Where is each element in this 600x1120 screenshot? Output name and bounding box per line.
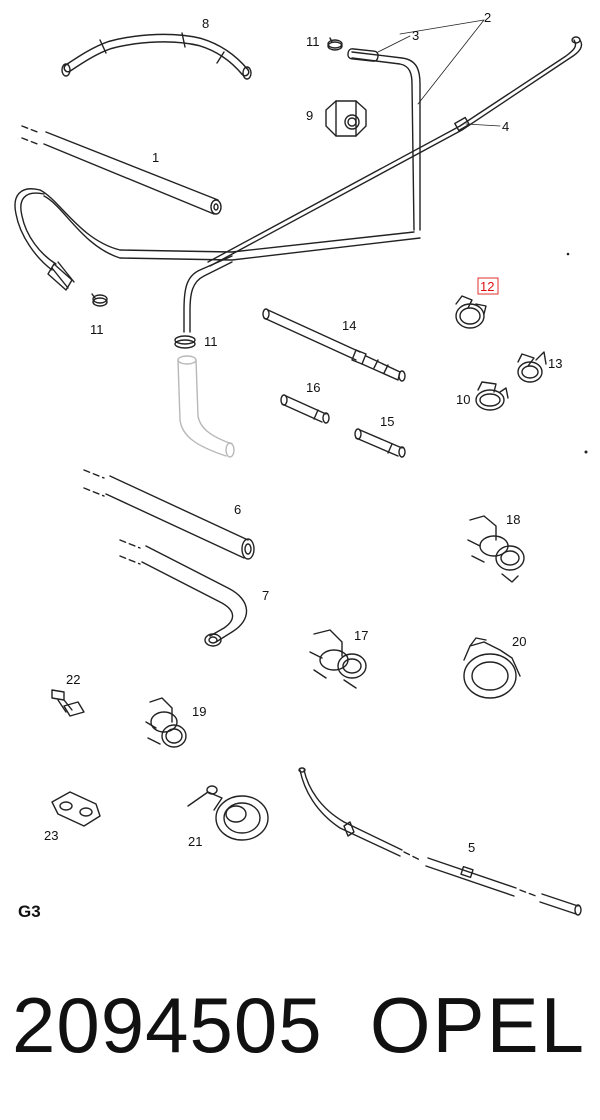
part-10-clamp[interactable]	[475, 381, 509, 411]
part-17-clip[interactable]	[309, 629, 367, 689]
footer: 2094505 OPEL	[0, 975, 600, 1095]
part-4-pipe[interactable]	[207, 36, 583, 267]
part-number: 2094505	[12, 981, 323, 1069]
part-13-clip[interactable]	[517, 351, 547, 383]
callout-10[interactable]: 10	[456, 392, 470, 407]
callout-14[interactable]: 14	[342, 318, 356, 333]
part-11-clip-center[interactable]	[174, 335, 196, 349]
part-20-clamp[interactable]	[463, 637, 521, 699]
callout-21[interactable]: 21	[188, 834, 202, 849]
part-6-hose[interactable]	[83, 469, 255, 560]
callout-23[interactable]: 23	[44, 828, 58, 843]
part-21-pclip[interactable]	[187, 785, 269, 841]
section-code: G3	[18, 902, 41, 921]
callout-17[interactable]: 17	[354, 628, 368, 643]
callout-11-center[interactable]: 11	[204, 334, 218, 349]
callout-19[interactable]: 19	[192, 704, 206, 719]
part-12-clamp[interactable]	[455, 295, 487, 329]
leader-lines	[377, 19, 501, 127]
callout-3[interactable]: 3	[412, 28, 419, 43]
callout-12[interactable]: 12	[480, 279, 494, 294]
callout-18[interactable]: 18	[506, 512, 520, 527]
part-22-bolt[interactable]	[51, 689, 85, 717]
part-16-pin[interactable]	[280, 394, 330, 424]
callout-5[interactable]: 5	[468, 840, 475, 855]
callout-1[interactable]: 1	[152, 150, 159, 165]
callout-13[interactable]: 13	[548, 356, 562, 371]
callout-16[interactable]: 16	[306, 380, 320, 395]
ghost-hose	[177, 355, 235, 458]
part-18-clip[interactable]	[467, 515, 525, 583]
callout-6[interactable]: 6	[234, 502, 241, 517]
part-14-tube[interactable]	[262, 308, 406, 382]
part-11-clip-top[interactable]	[327, 37, 343, 51]
callout-9[interactable]: 9	[306, 108, 313, 123]
parts-diagram: 1 2 3 4 5 6 7 8 9 10 11 11 11 12 13 14 1…	[14, 10, 588, 916]
part-1-tube[interactable]	[21, 125, 222, 215]
callout-4[interactable]: 4	[502, 119, 509, 134]
callout-20[interactable]: 20	[512, 634, 526, 649]
highlight-box	[477, 277, 499, 295]
part-23-clip[interactable]	[51, 791, 101, 827]
part-2-3-pipe[interactable]	[14, 48, 421, 333]
callout-2[interactable]: 2	[484, 10, 491, 25]
stray-dot	[584, 450, 588, 454]
callout-8[interactable]: 8	[202, 16, 209, 31]
part-7-hose[interactable]	[119, 539, 248, 647]
callout-labels: 1 2 3 4 5 6 7 8 9 10 11 11 11 12 13 14 1…	[44, 10, 562, 855]
part-5-pipe[interactable]	[298, 767, 582, 916]
callout-11-left[interactable]: 11	[90, 322, 104, 337]
part-9-nut[interactable]	[325, 100, 367, 137]
part-8-hose[interactable]	[61, 32, 252, 80]
callout-22[interactable]: 22	[66, 672, 80, 687]
callout-15[interactable]: 15	[380, 414, 394, 429]
stray-dot	[566, 252, 570, 256]
callout-11-top[interactable]: 11	[306, 34, 320, 49]
callout-7[interactable]: 7	[262, 588, 269, 603]
part-19-clip[interactable]	[145, 697, 187, 748]
part-11-clip-left[interactable]	[91, 293, 108, 307]
part-15-pin[interactable]	[354, 428, 406, 458]
brand-name: OPEL	[369, 981, 586, 1069]
